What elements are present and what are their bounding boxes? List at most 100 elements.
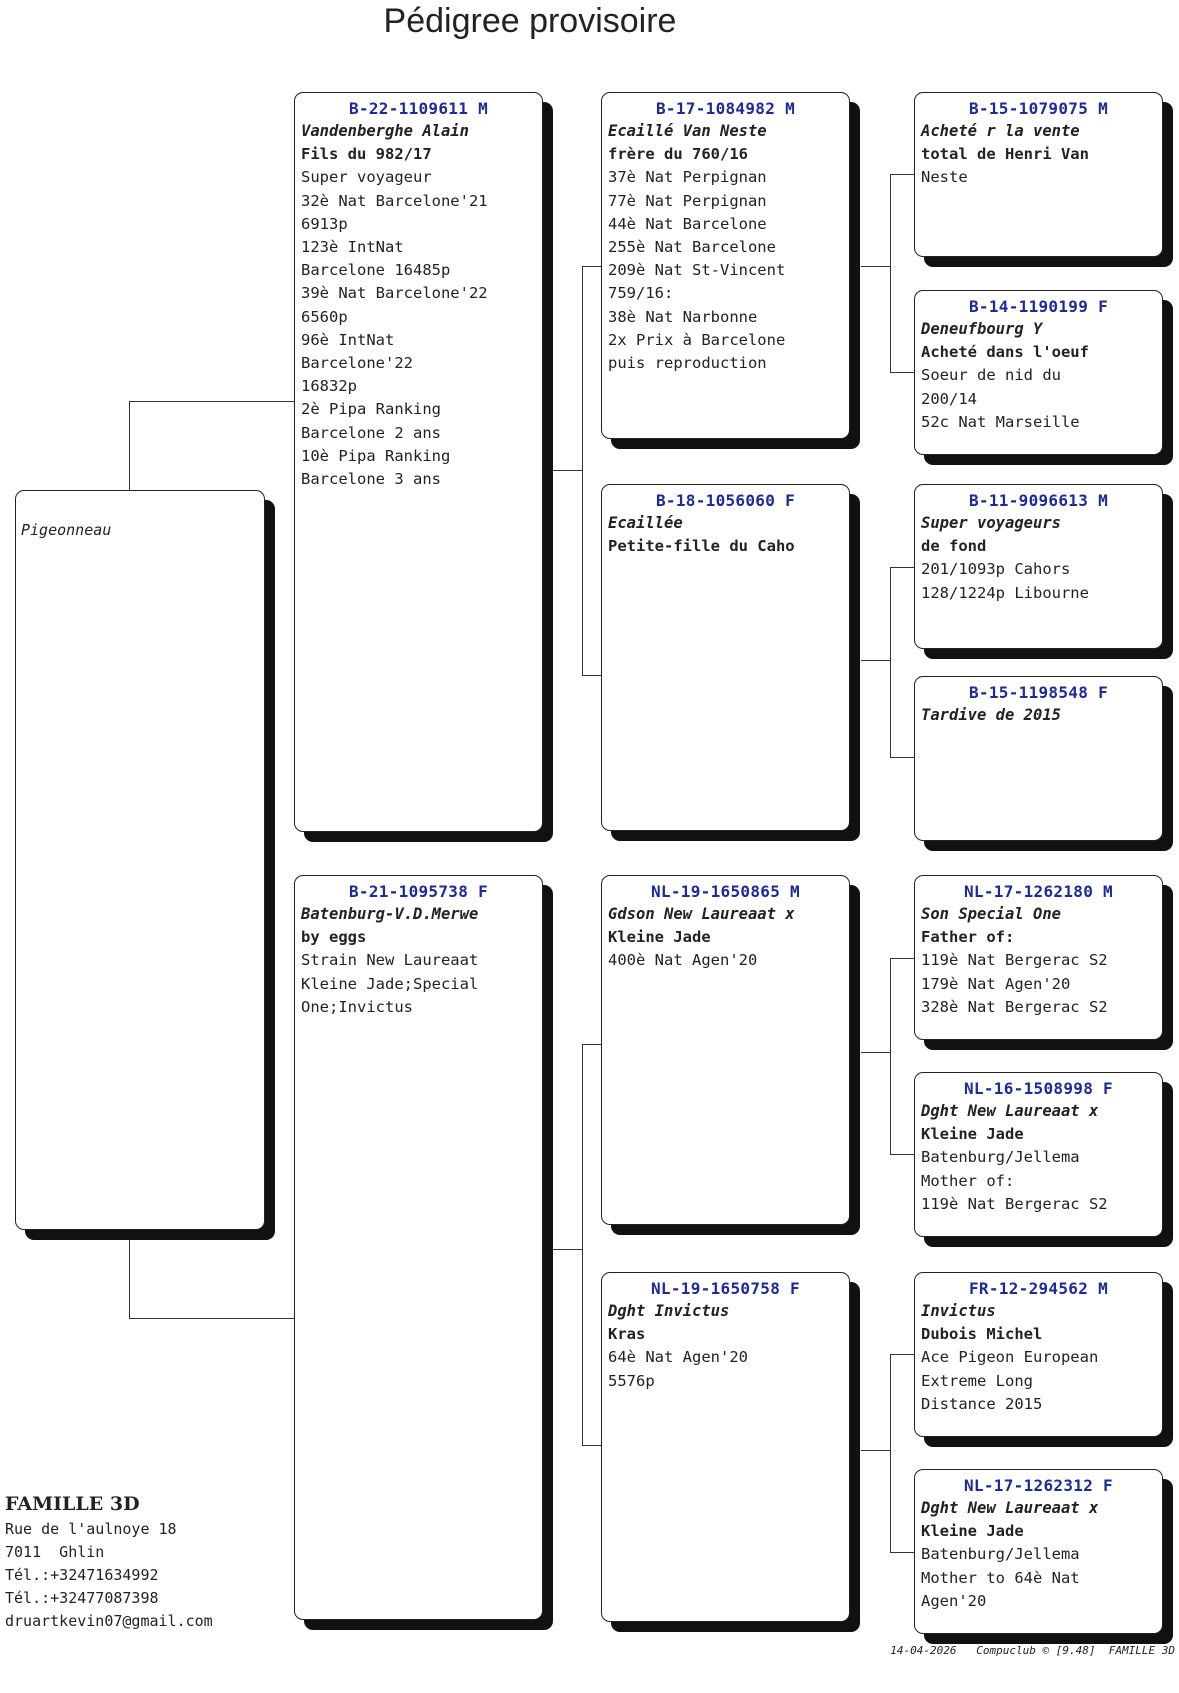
ring-number: FR-12-294562 M: [968, 1279, 1109, 1298]
pigeon-note-line: 2è Pipa Ranking: [301, 400, 441, 419]
pigeon-note-line: Kleine Jade: [921, 1522, 1024, 1541]
pigeon-note-line: Barcelone 3 ans: [301, 470, 441, 489]
ring-number: NL-16-1508998 F: [964, 1079, 1113, 1098]
pigeon-note-line: 119è Nat Bergerac S2: [921, 1194, 1108, 1213]
owner-address-line: 7011 Ghlin: [5, 1543, 105, 1561]
pigeon-note-line: 400è Nat Agen'20: [608, 951, 758, 970]
pigeon-name: Deneufbourg Y: [921, 320, 1043, 338]
pigeon-note-line: Neste: [921, 168, 968, 187]
pigeon-note-line: 201/1093p Cahors: [921, 560, 1071, 579]
pigeon-note-line: Agen'20: [921, 1591, 987, 1610]
pigeon-note-line: Ace Pigeon European: [921, 1348, 1099, 1367]
pigeon-name: Dght Invictus: [608, 1302, 730, 1320]
pigeon-note-line: Batenburg/Jellema: [921, 1545, 1080, 1564]
subject-name: Pigeonneau: [21, 521, 112, 539]
ring-number: NL-19-1650865 M: [651, 882, 800, 901]
pigeon-note-line: 179è Nat Agen'20: [921, 974, 1071, 993]
ring-number: NL-17-1262180 M: [964, 882, 1113, 901]
pigeon-note-line: Barcelone'22: [301, 354, 413, 373]
pigeon-note-line: 119è Nat Bergerac S2: [921, 951, 1108, 970]
pigeon-note-line: 37è Nat Perpignan: [608, 168, 767, 187]
pigeon-name: Vandenberghe Alain: [301, 122, 469, 140]
pigeon-note-line: Petite-fille du Caho: [608, 537, 795, 556]
pigeon-note-line: 123è IntNat: [301, 238, 404, 257]
owner-info: FAMILLE 3D Rue de l'aulnoye 18 7011 Ghli…: [5, 1490, 213, 1633]
pigeon-note-line: 2x Prix à Barcelone: [608, 330, 786, 349]
great-grandparent-box: B-15-1198548 F Tardive de 2015: [914, 676, 1163, 841]
owner-phone-line: Tél.:+32471634992: [5, 1566, 159, 1584]
pigeon-note-line: 255è Nat Barcelone: [608, 238, 776, 257]
ring-number: B-15-1079075 M: [968, 99, 1109, 118]
pigeon-note-line: Mother to 64è Nat: [921, 1568, 1080, 1587]
pigeon-note-line: 6913p: [301, 214, 348, 233]
pigeon-note-line: Kleine Jade: [608, 928, 711, 947]
pigeon-note-line: Dubois Michel: [921, 1325, 1043, 1344]
ring-number: B-18-1056060 F: [655, 491, 796, 510]
pigeon-note-line: 32è Nat Barcelone'21: [301, 191, 488, 210]
pigeon-note-line: 10è Pipa Ranking: [301, 446, 451, 465]
pigeon-note-line: frère du 760/16: [608, 145, 748, 164]
pigeon-note-line: Super voyageur: [301, 168, 432, 187]
pigeon-name: Gdson New Laureaat x: [608, 905, 795, 923]
page-title: Pédigree provisoire: [383, 2, 677, 40]
pigeon-note-line: Barcelone 16485p: [301, 261, 451, 280]
pigeon-name: Ecaillée: [608, 514, 683, 532]
footer-stamp: 14-04-2026 Compuclub © [9.48] FAMILLE 3D: [890, 1644, 1175, 1657]
owner-name: FAMILLE 3D: [5, 1493, 140, 1515]
ring-number: NL-19-1650758 F: [651, 1279, 800, 1298]
owner-email-line: druartkevin07@gmail.com: [5, 1612, 213, 1630]
pigeon-note-line: Extreme Long: [921, 1371, 1033, 1390]
great-grandparent-box: NL-17-1262312 F Dght New Laureaat x Kleine…: [914, 1469, 1163, 1634]
ring-number: B-15-1198548 F: [968, 683, 1109, 702]
pigeon-name: Dght New Laureaat x: [921, 1102, 1099, 1120]
ring-number: B-11-9096613 M: [968, 491, 1109, 510]
grandparent-box: NL-19-1650865 M Gdson New Laureaat x Klein…: [601, 875, 850, 1225]
owner-phone-line: Tél.:+32477087398: [5, 1589, 159, 1607]
pigeon-name: Invictus: [921, 1302, 996, 1320]
pigeon-name: Super voyageurs: [921, 514, 1061, 532]
pigeon-note-line: puis reproduction: [608, 354, 767, 373]
pigeon-note-line: 77è Nat Perpignan: [608, 191, 767, 210]
pigeon-note-line: 16832p: [301, 377, 357, 396]
ring-number: B-22-1109611 M: [348, 99, 489, 118]
subject-box: Pigeonneau: [15, 490, 265, 1230]
pigeon-note-line: 328è Nat Bergerac S2: [921, 997, 1108, 1016]
pigeon-note-line: Kras: [608, 1325, 646, 1344]
pigeon-name: Batenburg-V.D.Merwe: [301, 905, 479, 923]
pigeon-name: Tardive de 2015: [921, 706, 1061, 724]
pigeon-name: Ecaillé Van Neste: [608, 122, 767, 140]
pigeon-name: Dght New Laureaat x: [921, 1499, 1099, 1517]
pigeon-note-line: Kleine Jade;Special: [301, 974, 479, 993]
pigeon-note-line: Distance 2015: [921, 1394, 1043, 1413]
ring-number: NL-17-1262312 F: [964, 1476, 1113, 1495]
pigeon-note-line: Mother of:: [921, 1171, 1015, 1190]
ring-number: B-21-1095738 F: [348, 882, 489, 901]
pigeon-note-line: 200/14: [921, 389, 977, 408]
pigeon-note-line: by eggs: [301, 928, 367, 947]
pigeon-note-line: Father of:: [921, 928, 1015, 947]
great-grandparent-box: B-11-9096613 M Super voyageurs de fond 201/…: [914, 484, 1163, 649]
pigeon-name: Son Special One: [921, 905, 1061, 923]
pigeon-note-line: total de Henri Van: [921, 145, 1089, 164]
pigeon-note-line: Soeur de nid du: [921, 366, 1061, 385]
pigeon-note-line: 39è Nat Barcelone'22: [301, 284, 488, 303]
pigeon-note-line: Barcelone 2 ans: [301, 423, 441, 442]
dam-box: B-21-1095738 F Batenburg-V.D.Merwe by eggs…: [294, 875, 543, 1620]
ring-number: B-14-1190199 F: [968, 297, 1109, 316]
pigeon-note-line: 759/16:: [608, 284, 674, 303]
pigeon-note-line: Strain New Laureaat: [301, 951, 479, 970]
pigeon-note-line: 5576p: [608, 1371, 655, 1390]
pigeon-note-line: Batenburg/Jellema: [921, 1148, 1080, 1167]
pigeon-note-line: 44è Nat Barcelone: [608, 214, 767, 233]
pigeon-note-line: 209è Nat St-Vincent: [608, 261, 786, 280]
pigeon-note-line: 96è IntNat: [301, 330, 395, 349]
owner-address-line: Rue de l'aulnoye 18: [5, 1520, 177, 1538]
pigeon-note-line: de fond: [921, 537, 987, 556]
pigeon-note-line: One;Invictus: [301, 997, 413, 1016]
